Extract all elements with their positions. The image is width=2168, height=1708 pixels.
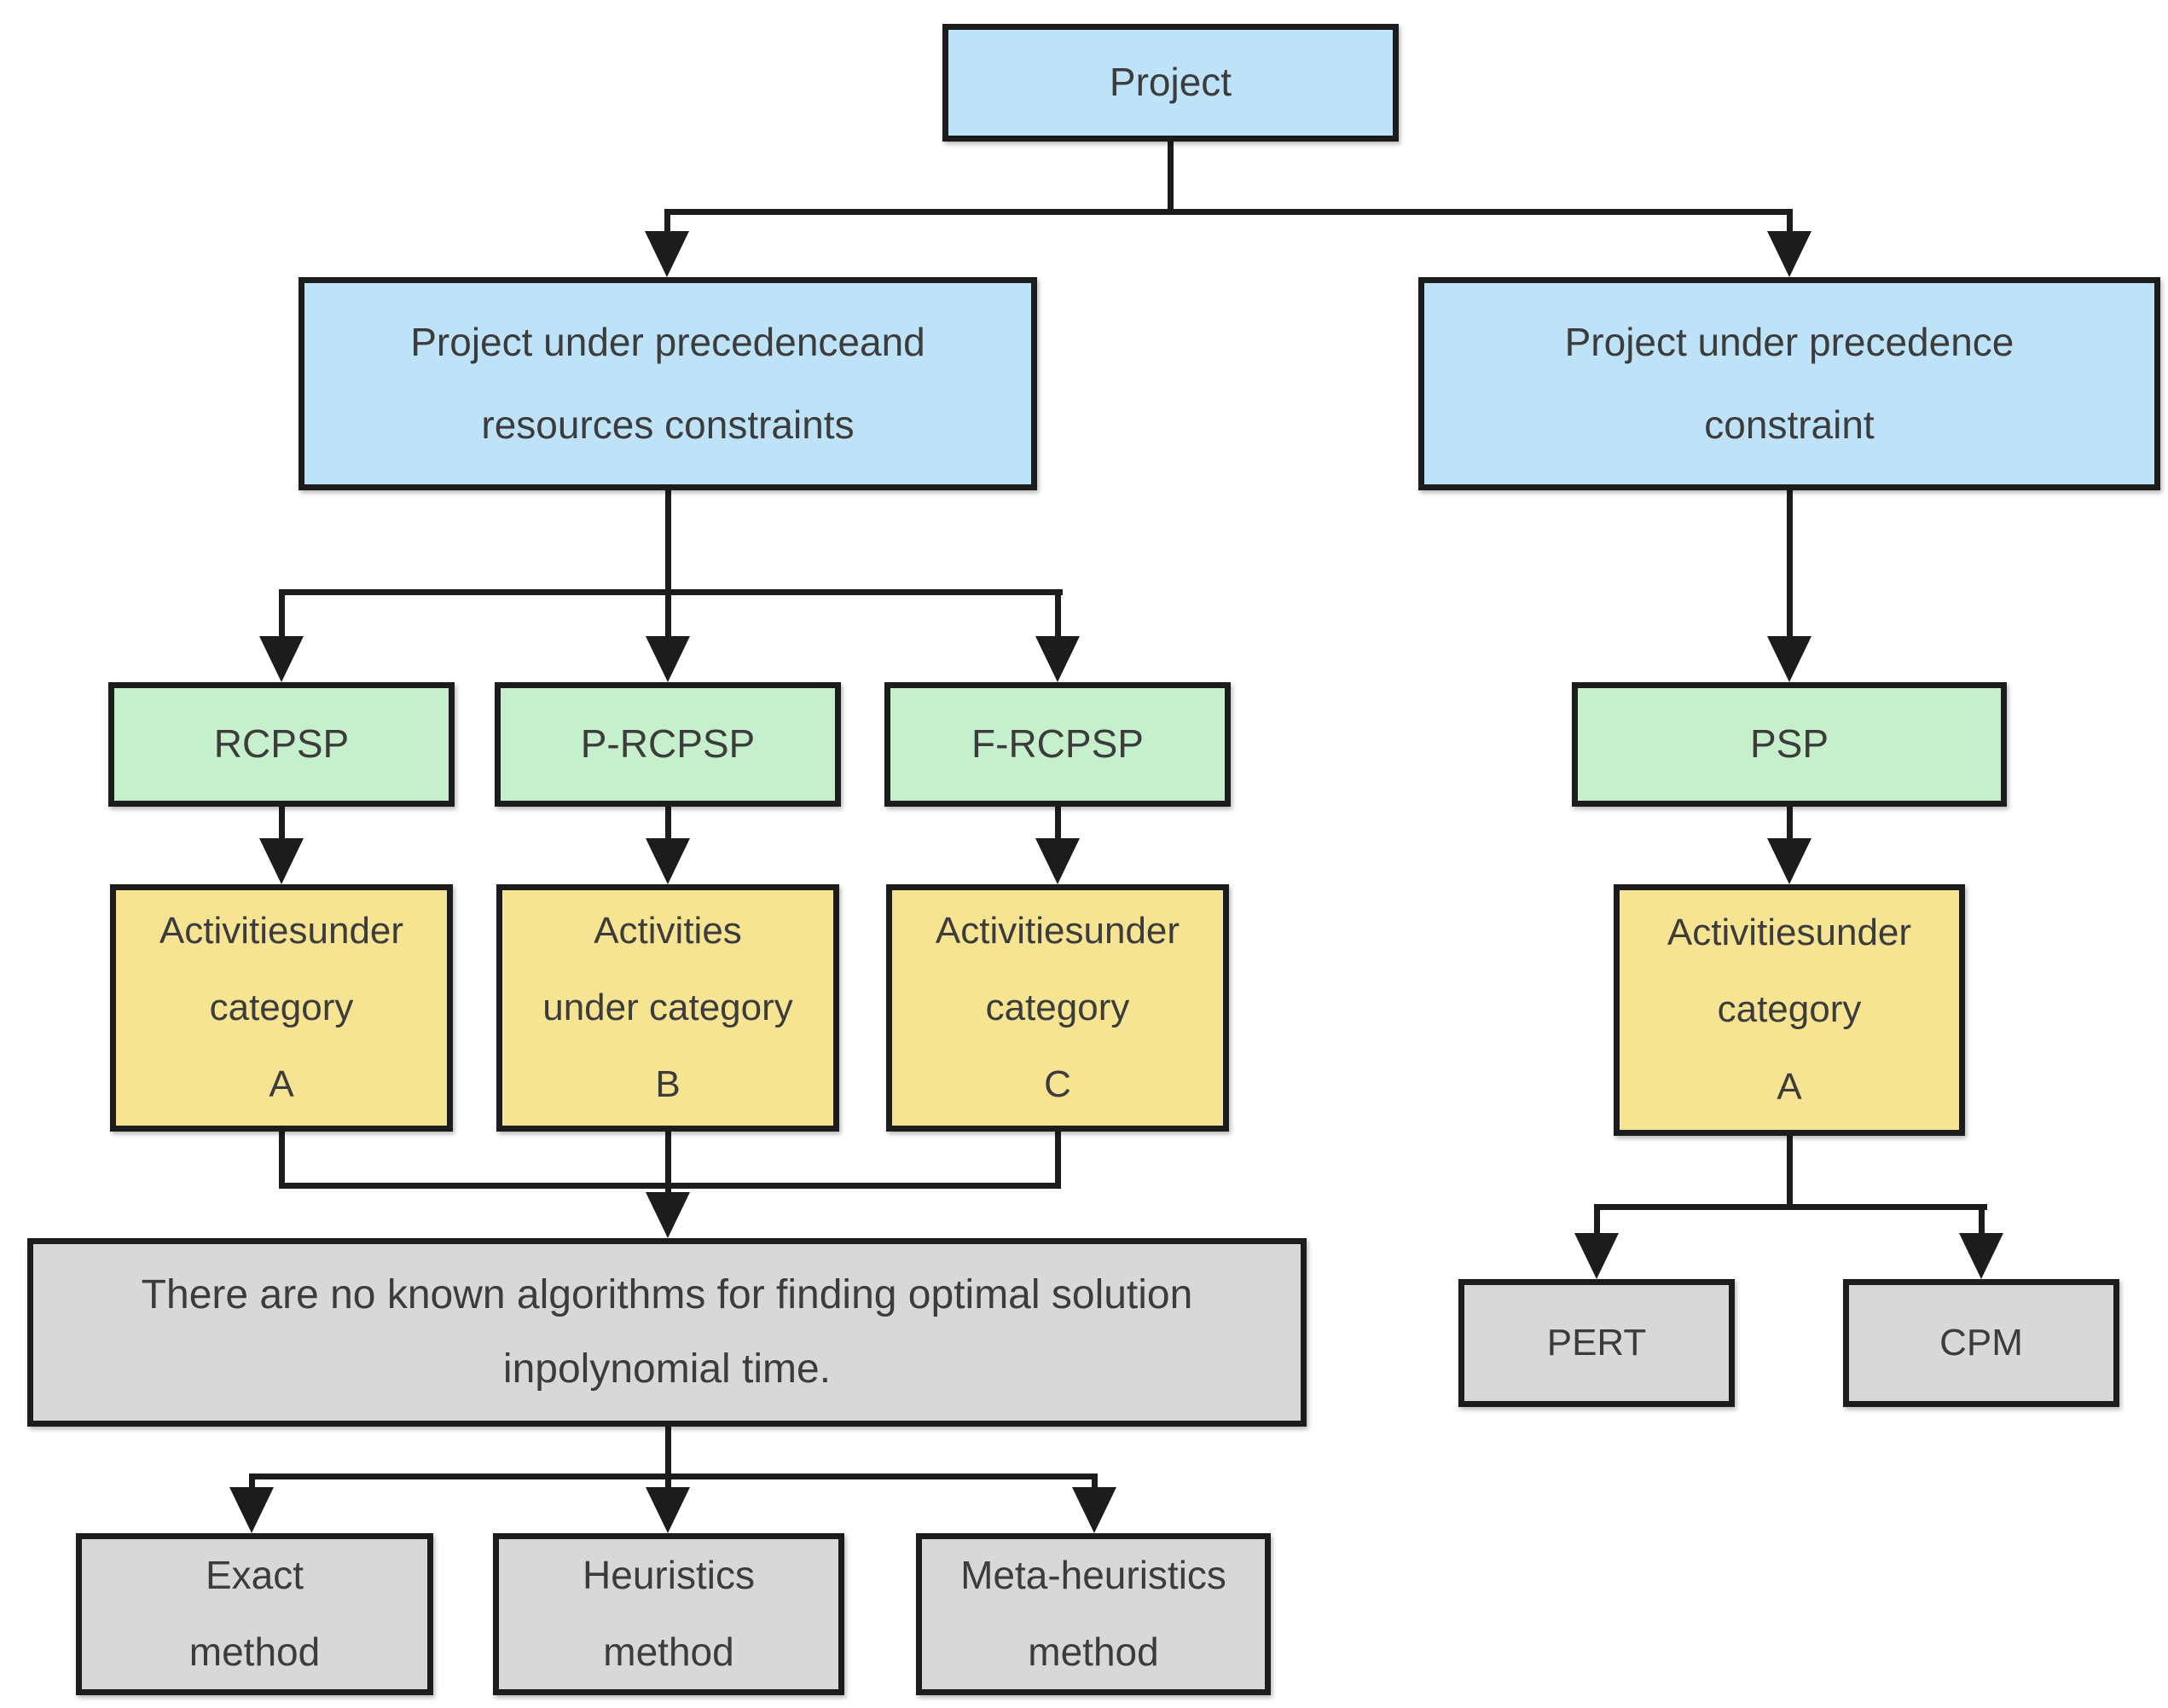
connector-line bbox=[664, 209, 670, 236]
connector-line bbox=[665, 1130, 671, 1194]
node-label: P-RCPSP bbox=[580, 721, 756, 767]
connector-line bbox=[249, 1474, 1098, 1479]
node-label-line: Heuristics bbox=[583, 1553, 755, 1598]
node-label-line: Activitiesunder bbox=[159, 909, 404, 952]
node-precedence-resources: Project under precedenceand resources co… bbox=[299, 277, 1037, 490]
node-cpm: CPM bbox=[1843, 1279, 2119, 1407]
node-rcpsp: RCPSP bbox=[108, 682, 455, 807]
node-label-line: Meta-heuristics bbox=[960, 1553, 1226, 1598]
node-label-line: A bbox=[269, 1063, 294, 1106]
arrowhead-down-icon bbox=[1574, 1233, 1619, 1279]
node-exact-method: Exact method bbox=[76, 1533, 433, 1695]
node-label-line: Exact bbox=[205, 1553, 304, 1598]
node-label: RCPSP bbox=[213, 721, 350, 767]
arrowhead-down-icon bbox=[259, 838, 304, 884]
node-label-line: Activities bbox=[594, 909, 742, 952]
arrowhead-down-icon bbox=[1959, 1233, 2003, 1279]
node-label-line: There are no known algorithms for findin… bbox=[141, 1272, 1193, 1318]
connector-line bbox=[1055, 589, 1061, 639]
node-label-line: under category bbox=[542, 986, 793, 1028]
node-heuristics-method: Heuristics method bbox=[493, 1533, 844, 1695]
node-label-line: method bbox=[603, 1630, 734, 1674]
node-pert: PERT bbox=[1458, 1279, 1735, 1407]
connector-line bbox=[279, 589, 285, 639]
arrowhead-down-icon bbox=[646, 1192, 690, 1238]
connector-line bbox=[665, 589, 671, 639]
node-label-line: inpolynomial time. bbox=[502, 1346, 832, 1392]
connector-line bbox=[1594, 1204, 1600, 1235]
connector-line bbox=[1787, 805, 1793, 841]
connector-line bbox=[665, 1474, 671, 1491]
node-label-line: Project under precedenceand bbox=[410, 320, 925, 365]
arrowhead-down-icon bbox=[645, 231, 689, 277]
node-p-rcpsp: P-RCPSP bbox=[495, 682, 841, 807]
node-category-a-right: Activitiesunder category A bbox=[1614, 884, 1965, 1136]
connector-line bbox=[1055, 805, 1061, 841]
arrowhead-down-icon bbox=[1035, 838, 1080, 884]
arrowhead-down-icon bbox=[1035, 636, 1080, 682]
connector-line bbox=[664, 209, 1793, 215]
connector-line bbox=[665, 805, 671, 841]
connector-line bbox=[1092, 1474, 1098, 1491]
node-label: F-RCPSP bbox=[971, 721, 1144, 767]
node-label-line: A bbox=[1777, 1065, 1802, 1108]
connector-line bbox=[1787, 489, 1793, 639]
node-no-known-algorithms: There are no known algorithms for findin… bbox=[27, 1238, 1307, 1427]
connector-line bbox=[1055, 1130, 1061, 1189]
connector-line bbox=[249, 1474, 255, 1491]
connector-line bbox=[1594, 1204, 1987, 1210]
node-precedence: Project under precedence constraint bbox=[1418, 277, 2160, 490]
arrowhead-down-icon bbox=[1767, 838, 1811, 884]
node-category-b: Activities under category B bbox=[496, 884, 839, 1132]
node-category-c: Activitiesunder category C bbox=[886, 884, 1229, 1132]
arrowhead-down-icon bbox=[646, 636, 690, 682]
node-label-line: B bbox=[655, 1063, 681, 1106]
node-label-line: constraint bbox=[1704, 402, 1875, 447]
node-label-line: Project under precedence bbox=[1564, 320, 2014, 365]
node-f-rcpsp: F-RCPSP bbox=[884, 682, 1231, 807]
connector-line bbox=[1787, 209, 1793, 236]
connector-line bbox=[665, 489, 671, 595]
arrowhead-down-icon bbox=[1767, 636, 1811, 682]
node-label: CPM bbox=[1939, 1321, 2023, 1364]
node-label-line: C bbox=[1044, 1063, 1071, 1106]
arrowhead-down-icon bbox=[229, 1487, 274, 1533]
arrowhead-down-icon bbox=[646, 1487, 690, 1533]
node-project: Project bbox=[942, 24, 1399, 142]
connector-line bbox=[279, 1130, 285, 1189]
arrowhead-down-icon bbox=[646, 838, 690, 884]
connector-line bbox=[279, 805, 285, 841]
node-label-line: Activitiesunder bbox=[1667, 912, 1912, 954]
node-label-line: category bbox=[209, 986, 354, 1028]
node-label-line: method bbox=[188, 1630, 321, 1674]
node-label-line: Activitiesunder bbox=[935, 909, 1180, 952]
connector-line bbox=[1787, 1134, 1793, 1210]
node-label-line: category bbox=[985, 986, 1130, 1028]
connector-line bbox=[1979, 1204, 1985, 1235]
connector-line bbox=[665, 1425, 671, 1479]
node-label: PERT bbox=[1546, 1321, 1647, 1364]
node-psp: PSP bbox=[1572, 682, 2007, 807]
arrowhead-down-icon bbox=[1072, 1487, 1116, 1533]
node-label: PSP bbox=[1749, 721, 1829, 767]
node-category-a: Activitiesunder category A bbox=[110, 884, 453, 1132]
connector-line bbox=[1168, 140, 1174, 215]
node-label-line: resources constraints bbox=[481, 402, 855, 447]
node-label-line: category bbox=[1717, 988, 1862, 1031]
node-meta-heuristics-method: Meta-heuristics method bbox=[916, 1533, 1271, 1695]
node-label-line: method bbox=[1028, 1630, 1159, 1674]
node-label: Project bbox=[1109, 60, 1232, 105]
arrowhead-down-icon bbox=[259, 636, 304, 682]
arrowhead-down-icon bbox=[1767, 231, 1811, 277]
